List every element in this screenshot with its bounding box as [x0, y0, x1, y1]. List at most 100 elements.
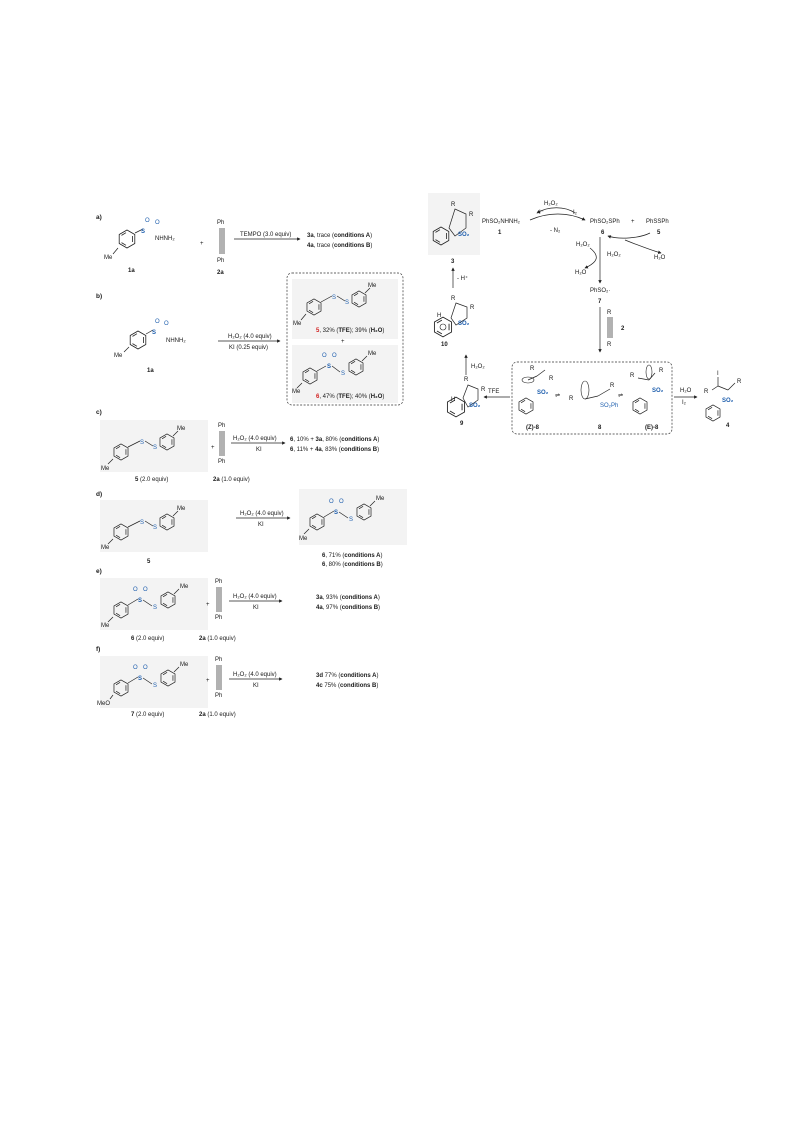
intermediate-10: R R SO₂ H 10	[433, 296, 475, 348]
reactant-2a-caption: 2a (1.0 equiv)	[213, 477, 250, 483]
intermediate-9-label: 9	[460, 421, 464, 427]
hydrazide-group: NHNH₂	[166, 338, 186, 344]
oxygen-atom: O	[155, 319, 160, 325]
alkyne-phenyl-bottom: Ph	[218, 459, 225, 465]
sulfur-atom: S	[341, 371, 345, 377]
methyl-label: Me	[180, 584, 189, 590]
methyl-label: Me	[177, 426, 186, 432]
reagent-bottom: KI	[256, 447, 262, 453]
oxygen-atom: O	[133, 587, 138, 593]
compound-label-1a: 1a	[128, 268, 135, 274]
panel-f: f) MeO S O O S Me 7 (2.0 equiv) + Ph Ph …	[96, 646, 378, 718]
sulfonyl-hydrazide: PhSO₂NHNH₂	[482, 219, 521, 225]
product-4-label: 4	[726, 423, 730, 429]
panel-c-label: c)	[96, 409, 102, 416]
sulfonyl-group: SO₂	[458, 232, 470, 238]
benzene-ring	[129, 330, 147, 350]
sulfur-atom: S	[345, 300, 349, 306]
oxygen-atom: O	[133, 665, 138, 671]
intermediate-9: R R SO₂ H 9	[446, 377, 486, 427]
h2o2-reagent: H₂O₂	[544, 201, 558, 207]
benzene-ring	[446, 396, 466, 418]
panel-b-label: b)	[96, 293, 102, 300]
sulfur-atom: S	[153, 525, 157, 531]
sulfonyl-group: SO₂	[652, 388, 664, 394]
alkyne-phenyl-top: Ph	[215, 657, 222, 663]
sulfonyl-group: SO₂	[458, 321, 470, 327]
methyl-label: Me	[292, 389, 301, 395]
compound-1-label: 1	[498, 230, 502, 236]
sulfonyl-radical: PhSO₂·	[590, 288, 610, 294]
plus-sign: +	[206, 602, 210, 608]
result-line-1: 3a, 93% (conditions A)	[316, 595, 380, 601]
linear-vinyl-radical: R R SO₂Ph 8	[569, 380, 618, 431]
methyl-label: Me	[368, 283, 377, 289]
plus-sign: +	[206, 678, 210, 684]
compound-label-2a: 2a	[217, 270, 224, 276]
sulfur-atom: S	[138, 598, 142, 604]
panel-b: b) Me S O O NHNH₂ 1a H₂O₂ (4.0 equiv) KI…	[96, 272, 404, 406]
panel-a: a) Me S O O NHNH₂ 1a + Ph Ph 2a TEMPO (3…	[96, 214, 372, 276]
sulfur-atom: S	[153, 683, 157, 689]
methyl-label: Me	[101, 623, 110, 629]
r-group: R	[549, 376, 554, 382]
panel-e: e) Me S O O S Me 6 (2.0 equiv) + Ph Ph 2…	[96, 568, 380, 642]
oxygen-atom: O	[329, 499, 334, 505]
sulfur-atom: S	[140, 520, 144, 526]
compound-5-label: 5	[657, 230, 661, 236]
methyl-label: Me	[177, 506, 186, 512]
panel-e-label: e)	[96, 568, 102, 575]
vinyl-radical-box	[511, 361, 673, 435]
r-group: R	[470, 305, 475, 311]
reactant-7-caption: 7 (2.0 equiv)	[131, 712, 164, 718]
intermediate-8-label: 8	[598, 425, 602, 431]
methyl-label: Me	[114, 353, 123, 359]
plus-sign: +	[631, 219, 635, 225]
result-line-2: 6, 11% + 4a, 83% (conditions B)	[290, 447, 379, 453]
product-5-panel	[292, 279, 398, 339]
result-line-2: 4a, 97% (conditions B)	[316, 605, 380, 611]
water-label: H₂O	[654, 255, 666, 261]
reagent-top: H₂O₂ (4.0 equiv)	[233, 672, 277, 678]
product-3-panel	[428, 193, 480, 255]
methyl-label: Me	[101, 545, 110, 551]
z-vinyl-radical: R R SO₂ (Z)-8	[518, 366, 554, 431]
r-group: R	[630, 373, 635, 379]
sulfur-atom: S	[153, 445, 157, 451]
hydrazide-group: NHNH₂	[155, 236, 175, 242]
result-line-1: 6, 10% + 3a, 80% (conditions A)	[290, 437, 379, 443]
methyl-label: Me	[104, 255, 113, 261]
sulfur-atom: S	[138, 676, 142, 682]
reagent-top: H₂O₂ (4.0 equiv)	[240, 511, 284, 517]
reactant-5-caption: 5 (2.0 equiv)	[135, 477, 168, 483]
hydrogen-label: H	[437, 313, 441, 319]
iodo-label: I	[717, 371, 719, 377]
solvent-label: TFE	[488, 389, 499, 395]
result-line-1: 3d 77% (conditions A)	[316, 673, 378, 679]
sulfur-atom: S	[327, 364, 331, 370]
product-3-label: 3	[451, 259, 455, 265]
water-label: H₂O	[680, 388, 692, 394]
methoxy-label: MeO	[97, 701, 110, 707]
sulfonyl-group: SO₂	[537, 390, 549, 396]
sulfur-atom: S	[152, 330, 156, 336]
r-group: R	[464, 377, 469, 383]
sulfur-atom: S	[349, 517, 353, 523]
methyl-label: Me	[293, 321, 302, 327]
oxygen-atom: O	[155, 220, 160, 226]
result-line-1: 3a, trace (conditions A)	[307, 233, 372, 239]
compound-7-label: 7	[598, 299, 602, 305]
panel-a-label: a)	[96, 214, 102, 221]
reactant-7-panel	[100, 656, 208, 708]
r-group: R	[569, 396, 574, 402]
panel-d-label: d)	[96, 491, 102, 498]
alkyne-phenyl-top: Ph	[217, 220, 224, 226]
oxygen-atom: O	[143, 665, 148, 671]
alkyne-phenyl-bottom: Ph	[217, 258, 224, 264]
iodine-label: I₂	[573, 210, 578, 216]
h2o2-reagent: H₂O₂	[471, 364, 485, 370]
benzene-ring	[433, 316, 453, 338]
plus-sign: +	[341, 339, 345, 345]
reagent-bottom: KI	[258, 522, 264, 528]
